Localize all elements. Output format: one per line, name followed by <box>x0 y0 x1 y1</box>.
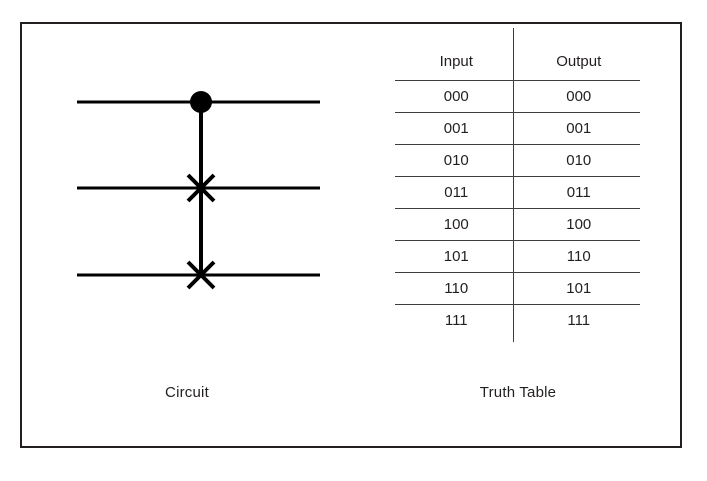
table-column-divider <box>513 28 514 342</box>
cell-output: 011 <box>517 176 640 209</box>
column-header-input: Input <box>395 42 518 81</box>
cell-input: 010 <box>395 144 518 177</box>
table-row: 000 000 <box>395 80 640 113</box>
circuit-caption: Circuit <box>165 384 209 401</box>
cell-input: 110 <box>395 272 518 305</box>
truth-table-body: 000 000 001 001 010 010 011 011 100 10 <box>395 80 640 337</box>
swap-x-icon-wire-2 <box>186 260 216 290</box>
cell-output: 101 <box>517 272 640 305</box>
truth-table: Input Output 000 000 001 001 010 010 <box>395 42 640 336</box>
table-row: 010 010 <box>395 144 640 177</box>
cell-output: 010 <box>517 144 640 177</box>
swap-x-icon-wire-1 <box>186 173 216 203</box>
table-row: 100 100 <box>395 208 640 241</box>
truth-table-panel: Input Output 000 000 001 001 010 010 <box>352 24 684 450</box>
circuit-panel: Circuit <box>22 24 352 450</box>
cell-output: 100 <box>517 208 640 241</box>
fredkin-gate-circuit-diagram <box>77 91 320 290</box>
cell-output: 001 <box>517 112 640 145</box>
cell-input: 100 <box>395 208 518 241</box>
cell-input: 000 <box>395 80 518 113</box>
control-dot-icon <box>190 91 212 113</box>
table-row: 001 001 <box>395 112 640 145</box>
table-header-row: Input Output <box>395 42 640 81</box>
table-row: 011 011 <box>395 176 640 209</box>
table-row: 111 111 <box>395 305 640 337</box>
truth-table-header: Input Output <box>395 42 640 81</box>
cell-input: 101 <box>395 240 518 273</box>
cell-output: 110 <box>517 240 640 273</box>
cell-output: 111 <box>567 312 591 329</box>
cell-input: 001 <box>395 112 518 145</box>
figure-frame: Circuit Input Output 000 000 001 001 <box>20 22 682 448</box>
table-row: 101 110 <box>395 240 640 273</box>
truth-table-caption: Truth Table <box>479 384 557 401</box>
cell-input: 011 <box>395 176 518 209</box>
cell-input: 111 <box>444 312 468 329</box>
table-row: 110 101 <box>395 272 640 305</box>
cell-output: 000 <box>517 80 640 113</box>
column-header-output: Output <box>517 42 640 81</box>
